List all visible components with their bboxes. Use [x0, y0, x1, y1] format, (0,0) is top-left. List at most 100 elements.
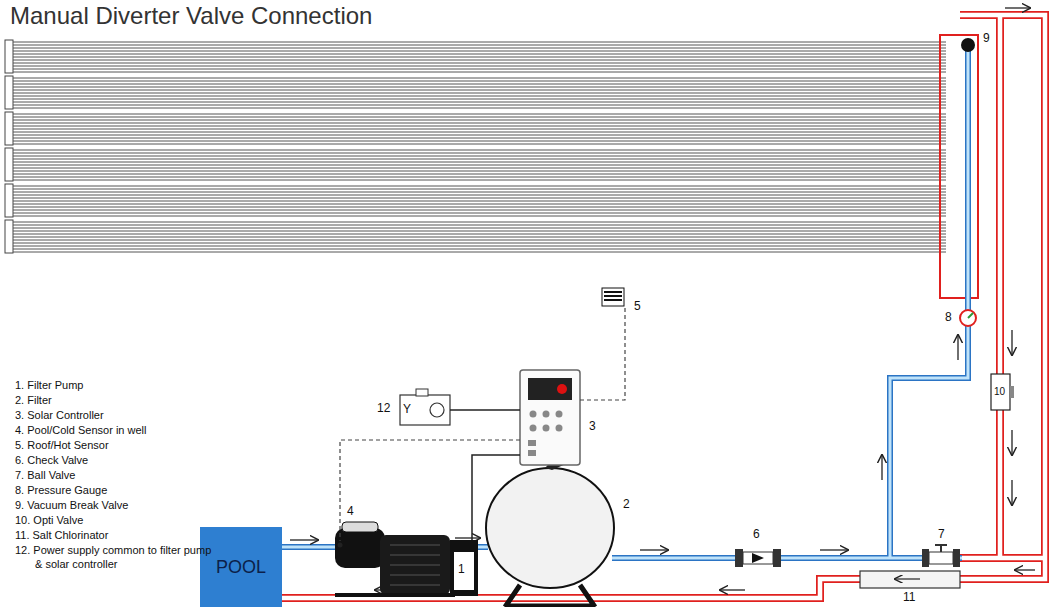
collector-tube: [13, 144, 946, 145]
pool-box: POOL: [200, 527, 282, 607]
collector-tube: [13, 156, 946, 157]
collector-tube: [13, 93, 946, 94]
collector-tube: [13, 207, 946, 208]
callout-number: 12: [376, 402, 391, 416]
collector-tube: [13, 66, 946, 67]
collector-tube: [13, 96, 946, 97]
callout-number: 11: [902, 591, 916, 605]
legend-item: 2. Filter: [15, 393, 215, 407]
collector-tube: [13, 216, 946, 217]
collector-tube: [13, 165, 946, 166]
collector-tube: [13, 225, 946, 226]
callout-number: 5: [633, 300, 642, 314]
collector-tube: [13, 117, 946, 118]
collector-tube: [13, 81, 946, 82]
callout-number: 7: [937, 528, 946, 542]
power-supply: [400, 389, 450, 425]
switch-mark: Y: [402, 403, 412, 417]
collector-tube: [13, 171, 946, 172]
collector-tube: [13, 129, 946, 130]
collector-tube: [13, 237, 946, 238]
collector-tube: [13, 231, 946, 232]
collector-tube: [13, 42, 946, 43]
collector-tube: [13, 120, 946, 121]
check-valve: [735, 549, 781, 567]
callout-number: 9: [982, 32, 991, 46]
legend-item: 11. Salt Chlorinator: [15, 528, 215, 542]
callout-number: 6: [752, 528, 761, 542]
legend-item: 5. Roof/Hot Sensor: [15, 438, 215, 452]
collector-tube: [13, 138, 946, 139]
supply-pipe: [282, 45, 968, 558]
collector-tube: [13, 87, 946, 88]
collector-tube: [13, 123, 946, 124]
collector-header: [5, 76, 13, 109]
roof-sensor: [602, 288, 624, 306]
sand-filter: [486, 452, 614, 607]
return-pipe: [282, 15, 1045, 598]
collector-tube: [13, 141, 946, 142]
collector-tube: [13, 99, 946, 100]
collector-tube: [13, 195, 946, 196]
pressure-gauge: [960, 310, 976, 326]
collector-tube: [13, 126, 946, 127]
collector-tube: [13, 60, 946, 61]
legend-item: 1. Filter Pump: [15, 378, 215, 392]
collector-tube: [13, 72, 946, 73]
collector-tube: [13, 114, 946, 115]
collector-tube: [13, 228, 946, 229]
legend-item: 9. Vacuum Break Valve: [15, 498, 215, 512]
collector-tube: [13, 249, 946, 250]
collector-tube: [13, 51, 946, 52]
collector-tube: [13, 78, 946, 79]
legend-item: 10. Opti Valve: [15, 513, 215, 527]
callout-number: 10: [993, 386, 1006, 398]
collector-tube: [13, 174, 946, 175]
legend-item: 12. Power supply common to filter pump &…: [15, 543, 215, 571]
ball-valve: [922, 545, 960, 567]
collector-tube: [13, 210, 946, 211]
collector-tube: [13, 201, 946, 202]
legend-item: 7. Ball Valve: [15, 468, 215, 482]
diagram-title: Manual Diverter Valve Connection: [10, 2, 372, 30]
flow-arrow: [290, 8, 1035, 590]
collector-tube: [13, 213, 946, 214]
collector-tube: [13, 252, 946, 253]
collector-tube: [13, 240, 946, 241]
opti-valve: [991, 374, 1010, 410]
callout-number: 8: [944, 311, 953, 325]
collector-tube: [13, 189, 946, 190]
collector-tube: [13, 105, 946, 106]
collector-tube: [13, 168, 946, 169]
node-label: POOL: [216, 557, 266, 578]
collector-tube: [13, 162, 946, 163]
collector-tube: [13, 54, 946, 55]
collector-tube: [13, 198, 946, 199]
legend-item: 8. Pressure Gauge: [15, 483, 215, 497]
callout-number: 4: [346, 505, 355, 519]
filter-pump: [335, 522, 478, 596]
collector-tube: [13, 48, 946, 49]
pool-sensor: [338, 543, 343, 548]
legend-item: 4. Pool/Cold Sensor in well: [15, 423, 215, 437]
collector-tube: [13, 243, 946, 244]
collector-tube: [13, 102, 946, 103]
collector-tube: [13, 63, 946, 64]
solar-controller: [520, 370, 580, 465]
collector-tube: [13, 204, 946, 205]
collector-tube: [13, 234, 946, 235]
collector-tube: [13, 90, 946, 91]
collector-header: [5, 220, 13, 253]
collector-header: [5, 184, 13, 217]
collector-tube: [13, 57, 946, 58]
collector-tube: [13, 45, 946, 46]
legend-item: 3. Solar Controller: [15, 408, 215, 422]
callout-number: 3: [588, 420, 597, 434]
collector-tube: [13, 186, 946, 187]
collector-tube: [13, 132, 946, 133]
flow-arrow: [895, 578, 920, 579]
collector-tube: [13, 84, 946, 85]
callout-number: 2: [622, 498, 631, 512]
collector-tube: [13, 192, 946, 193]
